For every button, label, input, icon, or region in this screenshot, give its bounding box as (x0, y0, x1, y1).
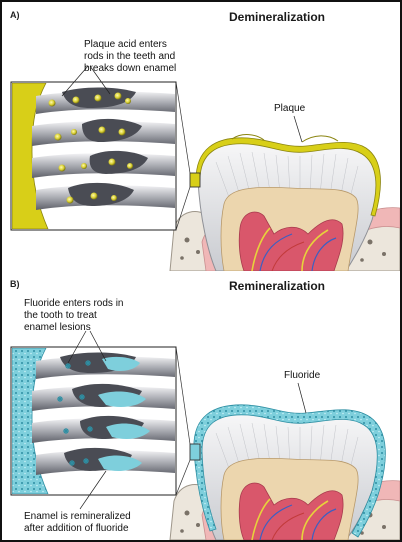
enamel-rod (36, 182, 175, 210)
callout-line: Fluoride enters rods in (24, 298, 124, 309)
callout-enamel-remineralized: Enamel is remineralized after addition o… (24, 511, 131, 535)
title-demineralization: Demineralization (228, 10, 326, 24)
callout-plaque-acid: Plaque acid enters rods in the teeth and… (84, 39, 176, 75)
magnified-enamel-inset (10, 81, 177, 231)
fluoride-particles (57, 360, 93, 466)
callout-line: the tooth to treat (24, 310, 97, 321)
callout-line: Plaque acid enters (84, 39, 167, 50)
enamel-rod (36, 352, 175, 379)
enamel-rod (32, 415, 175, 443)
callout-line: after addition of fluoride (24, 523, 129, 534)
zoom-marker (189, 443, 201, 461)
callout-line: Enamel is remineralized (24, 511, 131, 522)
demineralization-illustration (10, 65, 400, 271)
enamel-rod (32, 118, 175, 146)
panel-letter-a: A) (10, 10, 20, 20)
label-fluoride: Fluoride (284, 370, 321, 381)
enamel-rod (32, 150, 175, 178)
plaque-layer (195, 137, 381, 217)
plaque-acid-particles (48, 92, 133, 204)
tooth-crown (197, 141, 379, 271)
enamel-rod (36, 447, 175, 475)
callout-line: breaks down enamel (84, 63, 177, 74)
panel-demineralization: A) Demineralization Plaque acid enters r… (2, 2, 400, 271)
label-plaque: Plaque (274, 103, 306, 114)
panel-remineralization: B) Remineralization Fluoride enters rods… (2, 271, 400, 540)
callout-line: enamel lesions (24, 322, 91, 333)
panel-letter-b: B) (10, 279, 20, 289)
zoom-marker (189, 172, 201, 188)
magnified-enamel-inset (10, 346, 177, 496)
title-remineralization: Remineralization (228, 279, 326, 293)
remineralization-illustration (10, 330, 400, 540)
enamel-rod (32, 383, 175, 411)
callout-line: rods in the teeth and (84, 51, 176, 62)
tooth-crown (197, 412, 379, 540)
callout-fluoride-enters: Fluoride enters rods in the tooth to tre… (24, 298, 124, 334)
